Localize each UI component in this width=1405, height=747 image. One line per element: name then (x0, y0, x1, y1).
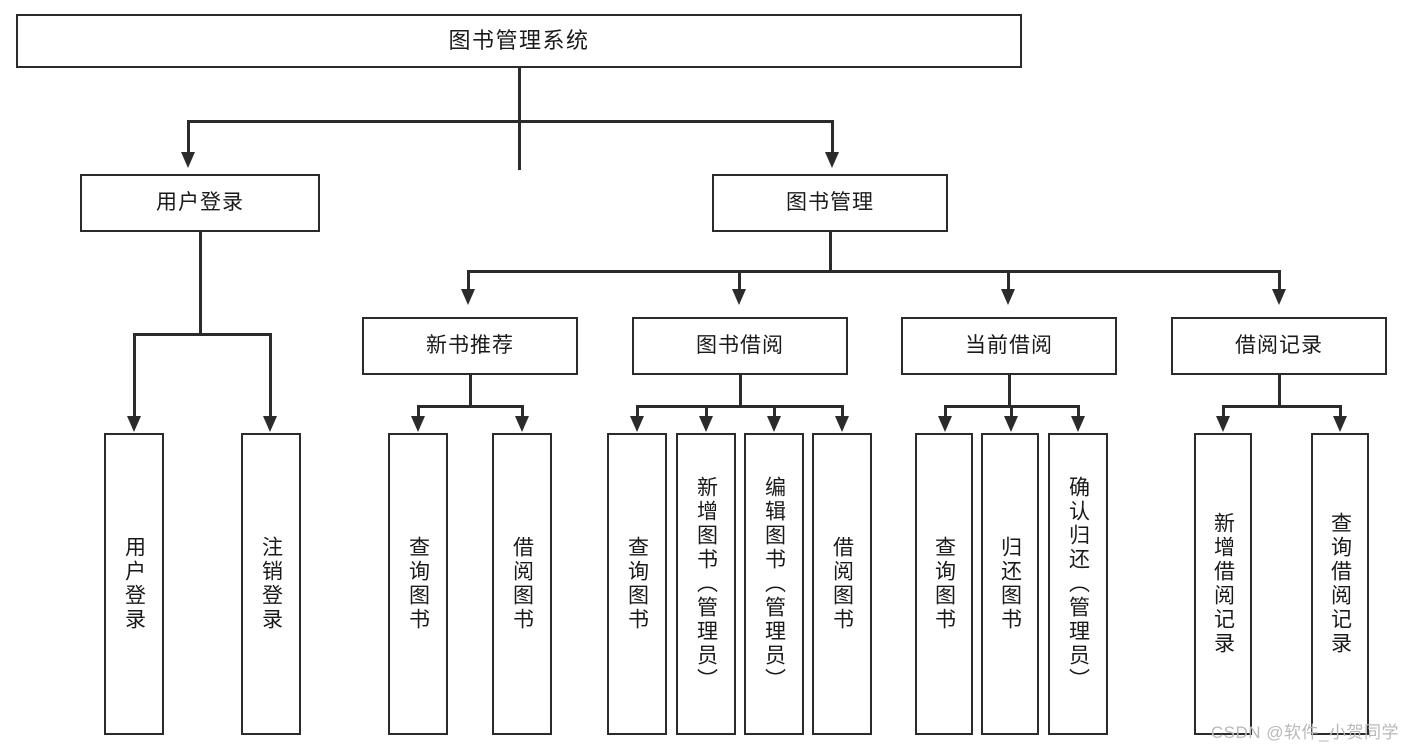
connector-br-bar (1222, 405, 1341, 408)
connector-bm-to-borrow-record (1278, 270, 1281, 292)
node-label: 新书推荐 (426, 333, 514, 357)
connector-cb-to-leaf-1 (944, 405, 947, 419)
node-label: 确认归还（管理员） (1066, 476, 1090, 692)
node-root-book-management-system[interactable]: 图书管理系统 (16, 14, 1022, 68)
arrow-root-to-user-login (181, 152, 195, 168)
connector-bb-to-leaf-4 (841, 405, 844, 419)
arrow-bb-to-leaf-4 (835, 416, 849, 432)
leaf-borrow-record-add-record[interactable]: 新增借阅记录 (1194, 433, 1252, 735)
connector-cb-to-leaf-2 (1010, 405, 1013, 419)
arrow-cb-to-leaf-1 (938, 416, 952, 432)
node-label: 注销登录 (259, 536, 283, 632)
arrow-bb-to-leaf-3 (767, 416, 781, 432)
connector-root-to-book-management (831, 120, 834, 155)
node-label: 查询图书 (625, 536, 649, 632)
connector-br-to-leaf-2 (1339, 405, 1342, 419)
node-user-login[interactable]: 用户登录 (80, 174, 320, 232)
arrow-cb-to-leaf-2 (1004, 416, 1018, 432)
node-label: 新增图书（管理员） (694, 476, 718, 692)
connector-book-management-bar (467, 270, 1281, 273)
leaf-book-borrow-add-book-admin[interactable]: 新增图书（管理员） (676, 433, 736, 735)
node-label: 图书借阅 (696, 333, 784, 357)
connector-root-to-user-login (187, 120, 190, 155)
leaf-new-book-query-book[interactable]: 查询图书 (388, 433, 448, 735)
arrow-user-login-to-leaf-2 (263, 416, 277, 432)
node-borrow-record[interactable]: 借阅记录 (1171, 317, 1387, 375)
arrow-br-to-leaf-2 (1333, 416, 1347, 432)
arrow-bm-to-new-book (461, 289, 475, 305)
node-book-management[interactable]: 图书管理 (712, 174, 948, 232)
arrow-bm-to-book-borrow (732, 289, 746, 305)
node-book-borrow[interactable]: 图书借阅 (632, 317, 848, 375)
arrow-bm-to-borrow-record (1272, 289, 1286, 305)
node-label: 当前借阅 (965, 333, 1053, 357)
node-label: 查询图书 (932, 536, 956, 632)
leaf-book-borrow-edit-book-admin[interactable]: 编辑图书（管理员） (744, 433, 804, 735)
connector-bb-to-leaf-3 (773, 405, 776, 419)
connector-bm-to-new-book (467, 270, 470, 292)
connector-bb-to-leaf-1 (636, 405, 639, 419)
connector-user-login-to-leaf-2 (269, 333, 272, 419)
arrow-bb-to-leaf-1 (630, 416, 644, 432)
connector-cb-stem (1008, 375, 1011, 407)
leaf-user-login-logout[interactable]: 注销登录 (241, 433, 301, 735)
node-label: 用户登录 (122, 536, 146, 632)
arrow-bm-to-current-borrow (1001, 289, 1015, 305)
arrow-br-to-leaf-1 (1216, 416, 1230, 432)
connector-bb-bar (636, 405, 844, 408)
node-label: 编辑图书（管理员） (762, 476, 786, 692)
connector-nbr-stem (469, 375, 472, 407)
arrow-cb-to-leaf-3 (1071, 416, 1085, 432)
connector-root-stem (518, 68, 521, 170)
connector-user-login-to-leaf-1 (133, 333, 136, 419)
arrow-nbr-to-leaf-2 (515, 416, 529, 432)
connector-nbr-bar (417, 405, 523, 408)
leaf-current-borrow-confirm-return-admin[interactable]: 确认归还（管理员） (1048, 433, 1108, 735)
connector-nbr-to-leaf-2 (521, 405, 524, 419)
node-label: 新增借阅记录 (1211, 512, 1235, 656)
arrow-nbr-to-leaf-1 (411, 416, 425, 432)
leaf-current-borrow-query-book[interactable]: 查询图书 (915, 433, 973, 735)
connector-cb-to-leaf-3 (1077, 405, 1080, 419)
connector-book-management-stem (829, 232, 832, 272)
node-label: 图书管理系统 (448, 28, 590, 54)
node-label: 图书管理 (786, 190, 874, 214)
connector-bb-to-leaf-2 (705, 405, 708, 419)
connector-nbr-to-leaf-1 (417, 405, 420, 419)
node-new-book-recommend[interactable]: 新书推荐 (362, 317, 578, 375)
arrow-root-to-book-management (825, 152, 839, 168)
arrow-user-login-to-leaf-1 (127, 416, 141, 432)
connector-bm-to-current-borrow (1007, 270, 1010, 292)
node-label: 借阅图书 (510, 536, 534, 632)
leaf-new-book-borrow-book[interactable]: 借阅图书 (492, 433, 552, 735)
leaf-book-borrow-query-book[interactable]: 查询图书 (607, 433, 667, 735)
connector-bm-to-book-borrow (738, 270, 741, 292)
node-label: 借阅记录 (1235, 333, 1323, 357)
node-label: 用户登录 (156, 190, 244, 214)
arrow-bb-to-leaf-2 (699, 416, 713, 432)
connector-br-to-leaf-1 (1222, 405, 1225, 419)
node-label: 查询图书 (406, 536, 430, 632)
connector-user-login-stem (199, 232, 202, 335)
connector-bb-stem (739, 375, 742, 407)
node-label: 归还图书 (998, 536, 1022, 632)
leaf-borrow-record-query-record[interactable]: 查询借阅记录 (1311, 433, 1369, 735)
node-current-borrow[interactable]: 当前借阅 (901, 317, 1117, 375)
leaf-current-borrow-return-book[interactable]: 归还图书 (981, 433, 1039, 735)
node-label: 查询借阅记录 (1328, 512, 1352, 656)
connector-user-login-bar (133, 333, 271, 336)
connector-br-stem (1278, 375, 1281, 407)
leaf-user-login-login[interactable]: 用户登录 (104, 433, 164, 735)
leaf-book-borrow-borrow-book[interactable]: 借阅图书 (812, 433, 872, 735)
connector-root-bar (187, 120, 833, 123)
node-label: 借阅图书 (830, 536, 854, 632)
